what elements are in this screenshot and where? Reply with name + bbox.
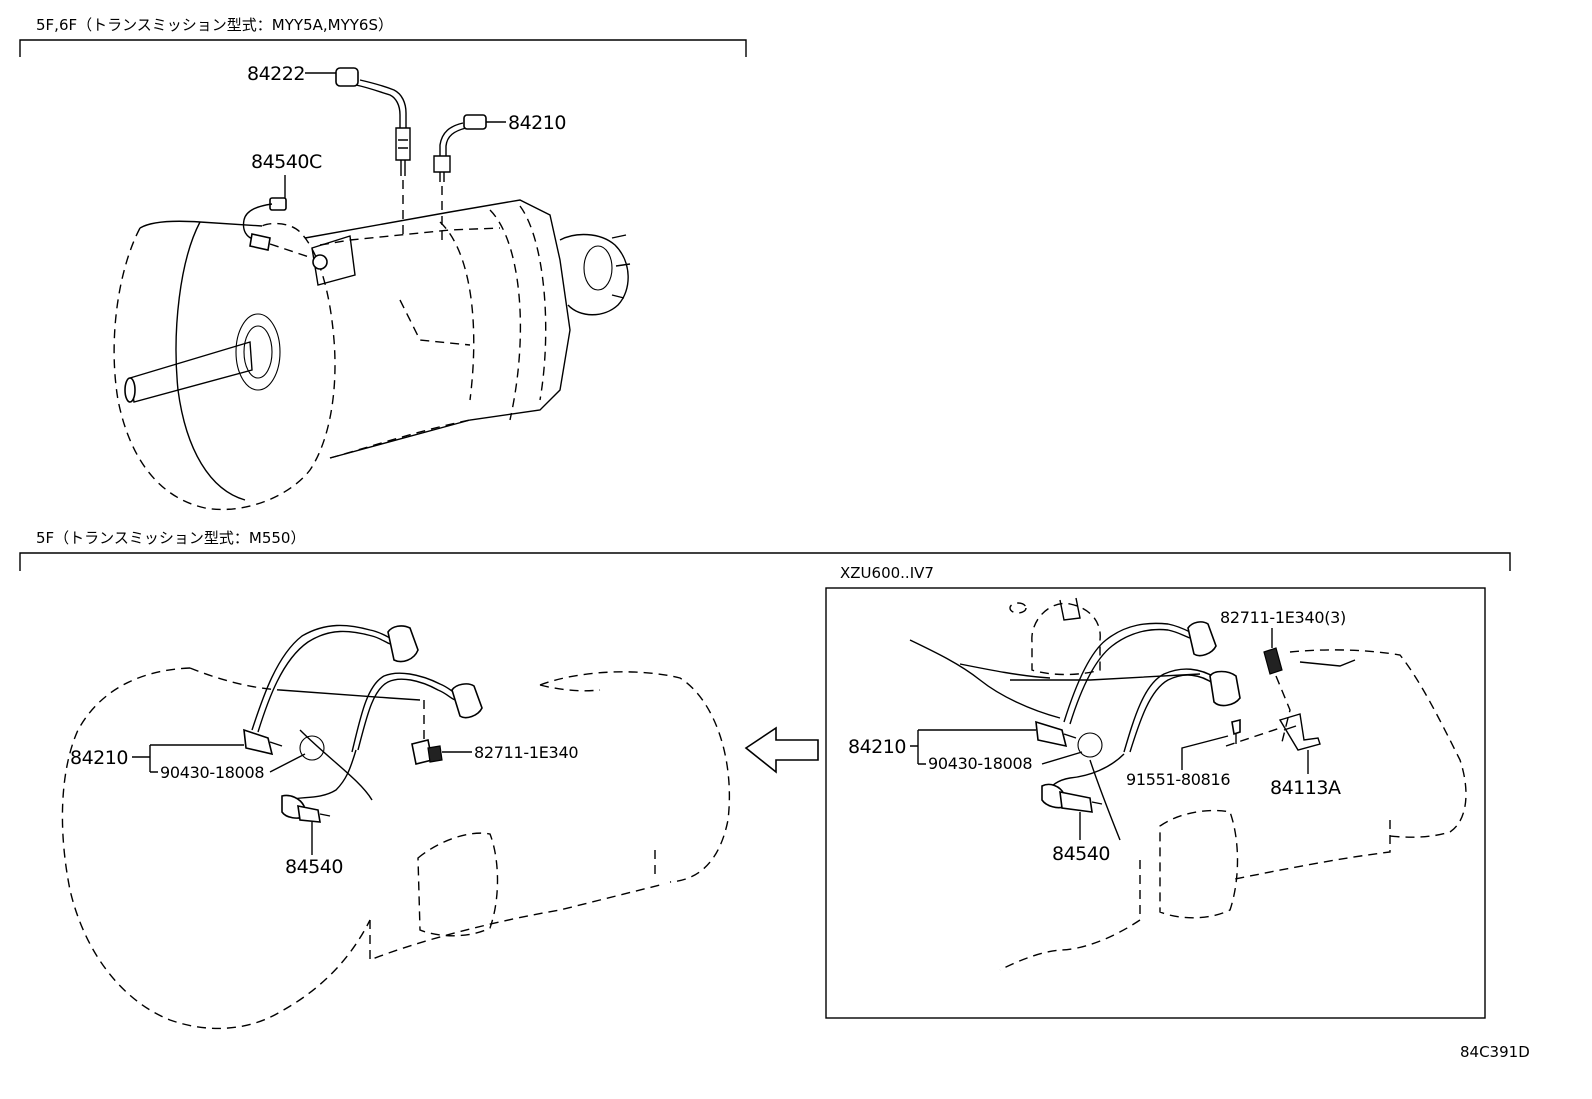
diagram-id: 84C391D (1460, 1043, 1530, 1061)
section-bracket-top (19, 39, 747, 57)
label-84540C: 84540C (251, 151, 322, 173)
label-90430-inset: 90430-18008 (928, 754, 1032, 773)
label-82711-inset: 82711-1E340(3) (1220, 608, 1346, 627)
inset-frame (825, 587, 1486, 1019)
leader-91551-inset (1181, 735, 1229, 770)
label-84210-left: 84210 (70, 747, 128, 769)
label-84222: 84222 (247, 63, 305, 85)
harness-84540-inset (1041, 668, 1241, 813)
label-91551-inset: 91551-80816 (1126, 770, 1230, 789)
transmission-inset (909, 597, 1467, 971)
leader-90430-inset (1041, 751, 1083, 765)
section-title-bottom: 5F（トランスミッション型式：M550） (36, 529, 305, 547)
harness-84210-left (243, 624, 419, 756)
direction-arrow (744, 726, 819, 774)
switch-84222-top (335, 67, 411, 240)
leader-90430-left (269, 753, 306, 773)
harness-84210-inset (1035, 621, 1217, 748)
switch-84540C-top (242, 197, 313, 259)
label-84210-top: 84210 (508, 112, 566, 134)
label-84210-inset: 84210 (848, 736, 906, 758)
sensor-82711-left (411, 700, 443, 765)
label-84540-left: 84540 (285, 856, 343, 878)
harness-84540-left (281, 672, 483, 823)
transmission-left (61, 667, 731, 1030)
label-84113A-inset: 84113A (1270, 777, 1341, 799)
sensor-82711-inset (1225, 647, 1321, 751)
section-bracket-bottom (19, 552, 1511, 571)
label-90430-left: 90430-18008 (160, 763, 264, 782)
inset-title: XZU600..IV7 (840, 564, 934, 582)
section-title-top: 5F,6F（トランスミッション型式：MYY5A,MYY6S） (36, 16, 393, 34)
bracket-84210-inset (910, 729, 1036, 765)
switch-84210-top (433, 114, 487, 240)
label-82711-left: 82711-1E340 (474, 743, 578, 762)
label-84540-inset: 84540 (1052, 843, 1110, 865)
transmission-top (113, 199, 631, 511)
bracket-84210-left (132, 744, 244, 773)
